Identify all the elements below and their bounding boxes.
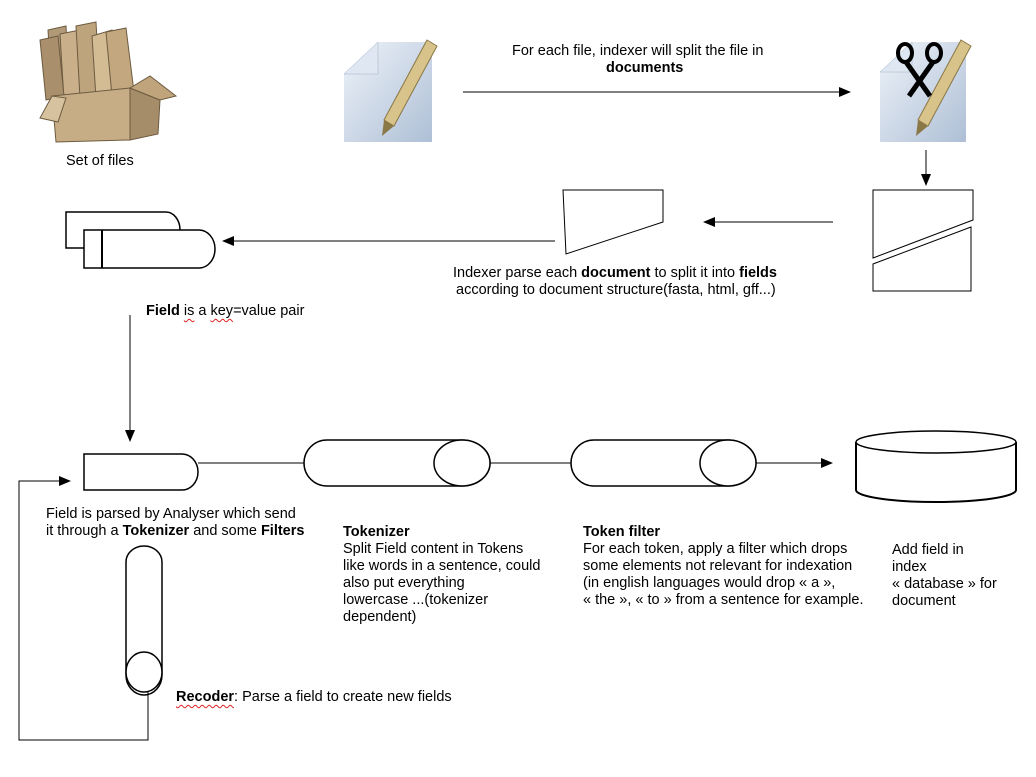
tokenizer-desc-1: Split Field content in Tokens <box>343 541 524 557</box>
document-shape <box>562 189 664 255</box>
field-key: key <box>210 303 234 319</box>
tokenizer-desc-5: dependent) <box>343 609 417 625</box>
split-caption-line2: documents <box>606 60 684 76</box>
analyser-caption-line2: it through a Tokenizer and some Filters <box>46 523 304 540</box>
field-definition: Field is a key=value pair <box>146 303 304 320</box>
recoder-feedback-loop <box>18 476 149 741</box>
analyser-pre: it through a <box>46 523 123 539</box>
tokenizer-title: Tokenizer <box>343 524 410 540</box>
token-filter-cylinder <box>570 439 757 487</box>
tokenizer-desc-3: also put everything <box>343 575 465 591</box>
index-desc-4: document <box>892 593 956 609</box>
analyser-and: and some <box>189 523 261 539</box>
parse-caption-line1: Indexer parse each document to split it … <box>453 265 777 282</box>
token-filter-desc-4: « the », « to » from a sentence for exam… <box>583 592 864 608</box>
parse-caption-line2: according to document structure(fasta, h… <box>456 282 776 298</box>
tokenizer-desc-4: lowercase ...(tokenizer <box>343 592 489 608</box>
set-of-files-label: Set of files <box>66 153 134 169</box>
parse-document: document <box>581 265 651 281</box>
field-is: is <box>183 303 195 319</box>
recoder-title: Recoder <box>176 689 235 705</box>
field-word: Field <box>146 303 180 319</box>
token-filter-desc-3: (in english languages would drop « a », <box>583 575 836 591</box>
split-documents-shape <box>872 189 974 292</box>
tokenizer-desc-2: like words in a sentence, could <box>343 558 541 574</box>
index-desc-2: index <box>892 559 927 575</box>
analyser-caption-line1: Field is parsed by Analyser which send <box>46 506 296 522</box>
document-pencil-icon <box>343 39 438 142</box>
analyser-filters: Filters <box>260 523 305 539</box>
token-filter-desc-1: For each token, apply a filter which dro… <box>583 541 848 557</box>
index-desc-1: Add field in <box>892 542 964 558</box>
field-shape <box>83 453 199 491</box>
analyser-tokenizer: Tokenizer <box>122 523 190 539</box>
field-a: a <box>194 303 211 319</box>
parse-mid: to split it into <box>650 265 740 281</box>
recoder-cylinder <box>125 545 163 696</box>
field-end: =value pair <box>233 303 305 319</box>
parse-pre: Indexer parse each <box>453 265 582 281</box>
token-filter-desc-2: some elements not relevant for indexatio… <box>583 558 853 574</box>
recoder-desc: : Parse a field to create new fields <box>234 689 452 705</box>
scissors-document-icon <box>879 39 972 142</box>
tokenizer-cylinder <box>303 439 491 487</box>
split-caption-text: For each file, indexer will split the fi… <box>512 43 764 59</box>
token-filter-title: Token filter <box>583 524 661 540</box>
split-caption-line1: For each file, indexer will split the fi… <box>512 43 763 60</box>
index-desc-3: « database » for <box>892 576 997 592</box>
parse-fields: fields <box>739 265 777 281</box>
database-cylinder <box>855 430 1017 503</box>
box-of-files-icon <box>39 21 178 143</box>
recoder-caption: Recoder: Parse a field to create new fie… <box>176 689 452 706</box>
fields-shapes <box>65 211 216 269</box>
